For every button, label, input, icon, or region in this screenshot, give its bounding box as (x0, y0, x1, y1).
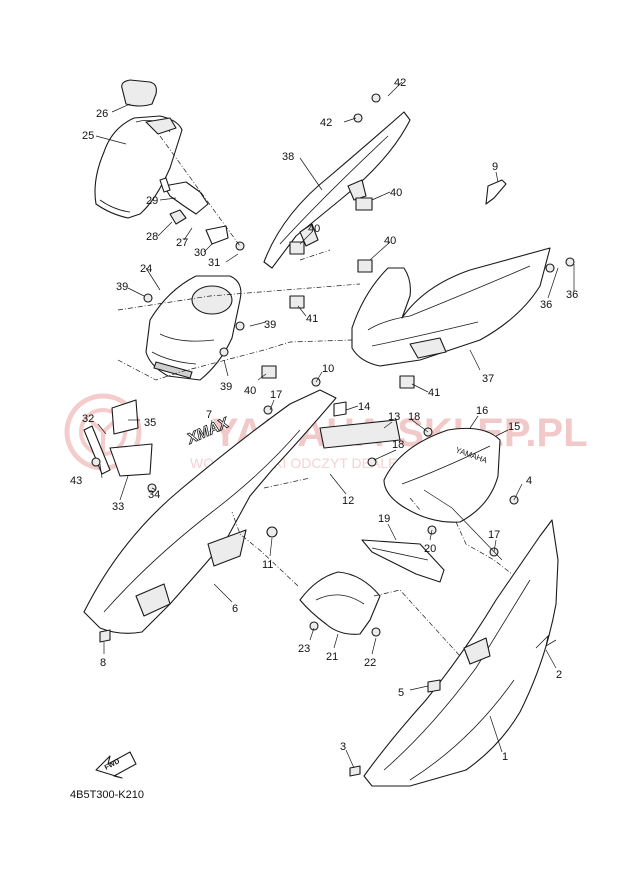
leader-lines (95, 81, 575, 769)
callout-22: 22 (364, 657, 376, 669)
callout-33: 33 (112, 501, 124, 513)
part-14-clip (333, 401, 347, 417)
callout-39a: 39 (116, 281, 128, 293)
callout-35: 35 (144, 417, 156, 429)
callout-38: 38 (282, 151, 294, 163)
callout-9: 9 (492, 161, 498, 173)
part-26-cap (121, 79, 157, 107)
callout-18a: 18 (408, 411, 420, 423)
callout-30: 30 (194, 247, 206, 259)
callout-40b: 40 (308, 223, 320, 235)
callout-41a: 41 (306, 313, 318, 325)
callout-10: 10 (322, 363, 334, 375)
callout-4: 4 (526, 475, 532, 487)
callout-27: 27 (176, 237, 188, 249)
callout-36b: 36 (566, 289, 578, 301)
fwd-arrow-icon: FWD (95, 751, 137, 779)
callout-24: 24 (140, 263, 152, 275)
callout-11: 11 (262, 559, 273, 571)
callout-17a: 17 (270, 389, 282, 401)
callout-18b: 18 (392, 439, 404, 451)
callout-12: 12 (342, 495, 354, 507)
callout-29: 29 (146, 195, 158, 207)
callout-31: 31 (208, 257, 220, 269)
callout-6: 6 (232, 603, 238, 615)
callout-2: 2 (556, 669, 562, 681)
callout-43: 43 (70, 475, 82, 487)
callout-19: 19 (378, 513, 390, 525)
callout-26: 26 (96, 108, 108, 120)
callout-21: 21 (326, 651, 338, 663)
part-25-front-cover (94, 115, 183, 219)
callout-36a: 36 (540, 299, 552, 311)
part-24-inner-panel (145, 275, 242, 381)
part-9-cable-tie (485, 171, 507, 205)
callout-42b: 42 (320, 117, 332, 129)
callout-39b: 39 (264, 319, 276, 331)
callout-7: 7 (206, 409, 212, 421)
callout-40c: 40 (384, 235, 396, 247)
callout-16: 16 (476, 405, 488, 417)
parts-27-31-bracket (159, 177, 245, 251)
callout-5: 5 (398, 687, 404, 699)
callout-37: 37 (482, 373, 494, 385)
part-6-floor-panel (83, 389, 337, 634)
callout-41b: 41 (428, 387, 440, 399)
callout-15: 15 (508, 421, 520, 433)
callout-28: 28 (146, 231, 158, 243)
callout-20: 20 (424, 543, 436, 555)
callout-25: 25 (82, 130, 94, 142)
callout-3: 3 (340, 741, 346, 753)
callout-40d: 40 (244, 385, 256, 397)
callout-34: 34 (148, 489, 160, 501)
callout-14: 14 (358, 401, 370, 413)
callouts: 1 2 3 4 5 6 7 8 9 10 11 12 13 14 15 16 1… (70, 77, 578, 763)
part-19-bracket (361, 539, 445, 583)
part-15-seat-cover: YAMAHA (383, 427, 501, 523)
callout-17b: 17 (488, 529, 500, 541)
reference-lines (117, 135, 513, 657)
part-1-side-cover (363, 519, 559, 787)
callout-23: 23 (298, 643, 310, 655)
callout-42a: 42 (394, 77, 406, 89)
callout-13: 13 (388, 411, 400, 423)
part-37-side-panel (351, 247, 551, 367)
decal-2-logo (535, 634, 557, 649)
part-21-inner-cover (299, 571, 381, 635)
callout-32: 32 (82, 413, 94, 425)
callout-40a: 40 (390, 187, 402, 199)
part-13-bar (319, 419, 401, 449)
callout-39c: 39 (220, 381, 232, 393)
callout-1: 1 (502, 751, 508, 763)
callout-8: 8 (100, 657, 106, 669)
part-code: 4B5T300-K210 (70, 789, 144, 801)
